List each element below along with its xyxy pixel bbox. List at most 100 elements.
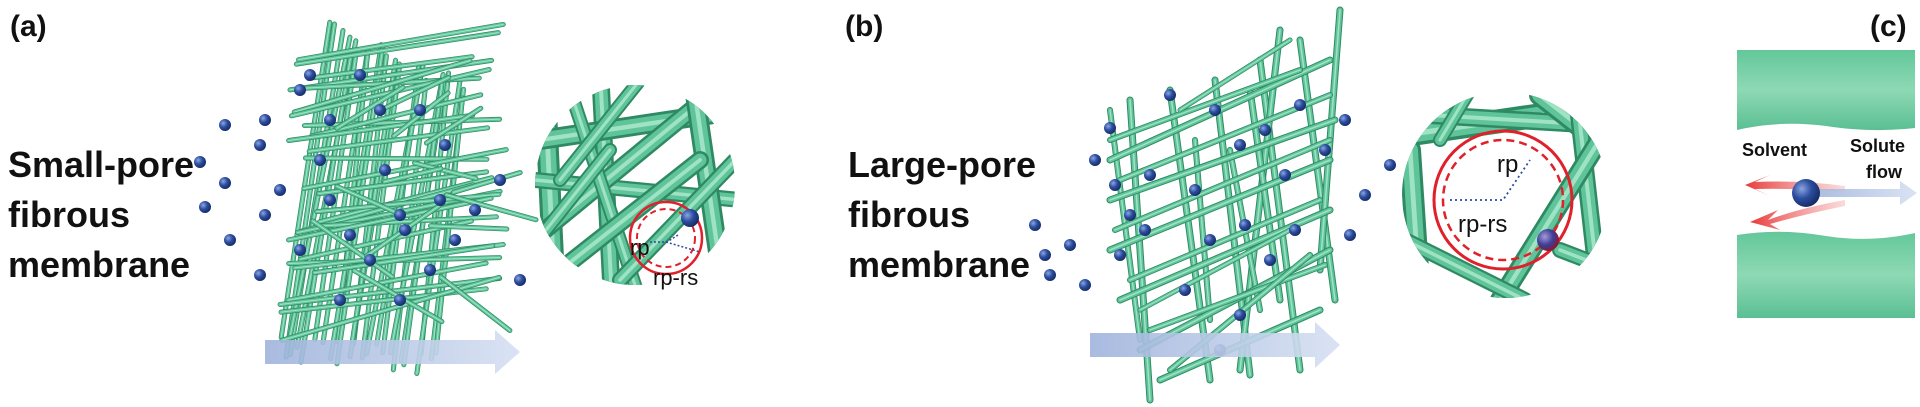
solute-particle xyxy=(449,234,461,246)
solute-particle xyxy=(259,209,271,221)
solute-particle-in-pore-a xyxy=(681,209,699,227)
fiber-b-highlight xyxy=(1299,39,1336,301)
panel-c-label: (c) xyxy=(1870,10,1907,43)
zoom-fiber-b-highlight xyxy=(1497,117,1608,298)
fiber-a-diagonal-highlight xyxy=(336,185,395,212)
solute-particle xyxy=(1044,269,1056,281)
fiber-a-cross-highlight xyxy=(295,32,499,65)
solute-particle-c xyxy=(1792,179,1820,207)
solute-particle xyxy=(224,234,236,246)
solute-particle xyxy=(304,69,316,81)
fiber-a-diagonal-highlight xyxy=(440,276,511,332)
fiber-a-cross-highlight xyxy=(288,197,492,241)
zoom-view-a: rp rp-rs xyxy=(535,85,735,290)
solute-particle xyxy=(274,184,286,196)
solute-particle xyxy=(439,139,451,151)
zoom-a-rp-rs-label: rp-rs xyxy=(653,265,698,290)
solute-particle xyxy=(294,244,306,256)
fiber-b-highlight xyxy=(1109,119,1336,201)
solute-particle xyxy=(1264,254,1276,266)
zoom-fiber-a-highlight xyxy=(558,85,642,182)
solute-particle xyxy=(1144,169,1156,181)
pore-circle-inner-b xyxy=(1441,138,1565,262)
solute-particle xyxy=(1344,229,1356,241)
solute-particle xyxy=(354,69,366,81)
solute-particle xyxy=(324,114,336,126)
channel-view-c: Solvent Solute flow xyxy=(1737,50,1917,318)
flow-arrow-b xyxy=(1090,322,1340,368)
fiber-a-diagonal-highlight xyxy=(384,168,442,183)
solvent-label: Solvent xyxy=(1742,140,1807,160)
panel-a-title-line-1: Small-pore xyxy=(8,144,195,185)
fiber-b-highlight xyxy=(1114,139,1331,231)
solute-particle xyxy=(1189,184,1201,196)
flow-arrow-c xyxy=(1808,181,1917,205)
zoom-b-rp-rs-label: rp-rs xyxy=(1458,211,1507,238)
solute-particle xyxy=(254,269,266,281)
fiber-a-diagonal-highlight xyxy=(429,225,508,230)
solute-particle xyxy=(1209,104,1221,116)
fiber-a-diagonal-highlight xyxy=(336,86,404,129)
panel-b-title: Large-pore fibrous membrane xyxy=(848,140,1036,290)
solute-particle xyxy=(1079,279,1091,291)
solute-particle xyxy=(1109,179,1121,191)
panel-b-title-line-3: membrane xyxy=(848,244,1031,285)
fiber-b-highlight xyxy=(1119,209,1331,301)
pore-circle-b xyxy=(1432,129,1574,271)
fiber-a-diagonal-highlight xyxy=(452,172,521,193)
zoom-view-b: rp rp-rs xyxy=(1402,92,1608,298)
solute-particle xyxy=(219,177,231,189)
solute-particle xyxy=(1124,209,1136,221)
solute-particle xyxy=(1204,234,1216,246)
fiber-a-diagonal-highlight xyxy=(312,220,393,278)
solute-particle xyxy=(1259,124,1271,136)
solute-particle xyxy=(1294,99,1306,111)
panel-b-title-line-2: fibrous xyxy=(848,194,970,235)
fiber-a-cross-highlight xyxy=(293,59,471,113)
solute-particle xyxy=(1064,239,1076,251)
fiber-a-vertical-highlight xyxy=(403,83,443,366)
flow-label: flow xyxy=(1866,162,1903,182)
fiber-a-diagonal-highlight xyxy=(445,194,537,221)
solute-particle xyxy=(394,294,406,306)
solute-particle xyxy=(1234,309,1246,321)
fiber-a-cross-highlight xyxy=(320,216,497,227)
fiber-b-highlight xyxy=(1139,229,1291,311)
solute-particle xyxy=(334,294,346,306)
solute-particle xyxy=(1234,139,1246,151)
fiber-b-highlight xyxy=(1119,94,1331,181)
fiber-a-diagonal-highlight xyxy=(425,107,482,144)
fiber-b-highlight xyxy=(1129,199,1321,281)
zoom-b-rp-label: rp xyxy=(1497,151,1518,178)
panel-a-label: (a) xyxy=(10,10,47,43)
zoom-fiber-b-highlight xyxy=(1403,238,1527,298)
fiber-a-diagonal-highlight xyxy=(413,162,477,179)
solute-particle xyxy=(1164,89,1176,101)
solute-particle xyxy=(1319,144,1331,156)
solute-particle xyxy=(469,204,481,216)
solute-particle xyxy=(1179,284,1191,296)
solute-particle xyxy=(414,104,426,116)
fiber-a-cross-highlight xyxy=(308,127,489,152)
zoom-a-rp-label: rp xyxy=(630,235,650,260)
solute-particle-in-pore-b xyxy=(1537,229,1559,251)
solute-particle xyxy=(344,229,356,241)
fiber-a-cross-highlight xyxy=(297,23,504,61)
solute-particle xyxy=(1279,169,1291,181)
panel-a-title-line-2: fibrous xyxy=(8,194,130,235)
solute-particle xyxy=(1089,154,1101,166)
solute-particle xyxy=(1139,224,1151,236)
fiber-a-cross-highlight xyxy=(303,149,507,189)
solute-label: Solute xyxy=(1850,136,1905,156)
solute-particle xyxy=(1039,249,1051,261)
solute-particle xyxy=(1114,249,1126,261)
solute-particle xyxy=(219,119,231,131)
small-pore-fiber-mesh xyxy=(277,19,539,377)
solute-particle xyxy=(1339,114,1351,126)
solute-particle xyxy=(199,201,211,213)
solute-particle xyxy=(194,156,206,168)
fiber-a-cross-highlight xyxy=(281,276,500,341)
solute-particle xyxy=(379,164,391,176)
solute-particles-b xyxy=(1029,89,1396,356)
